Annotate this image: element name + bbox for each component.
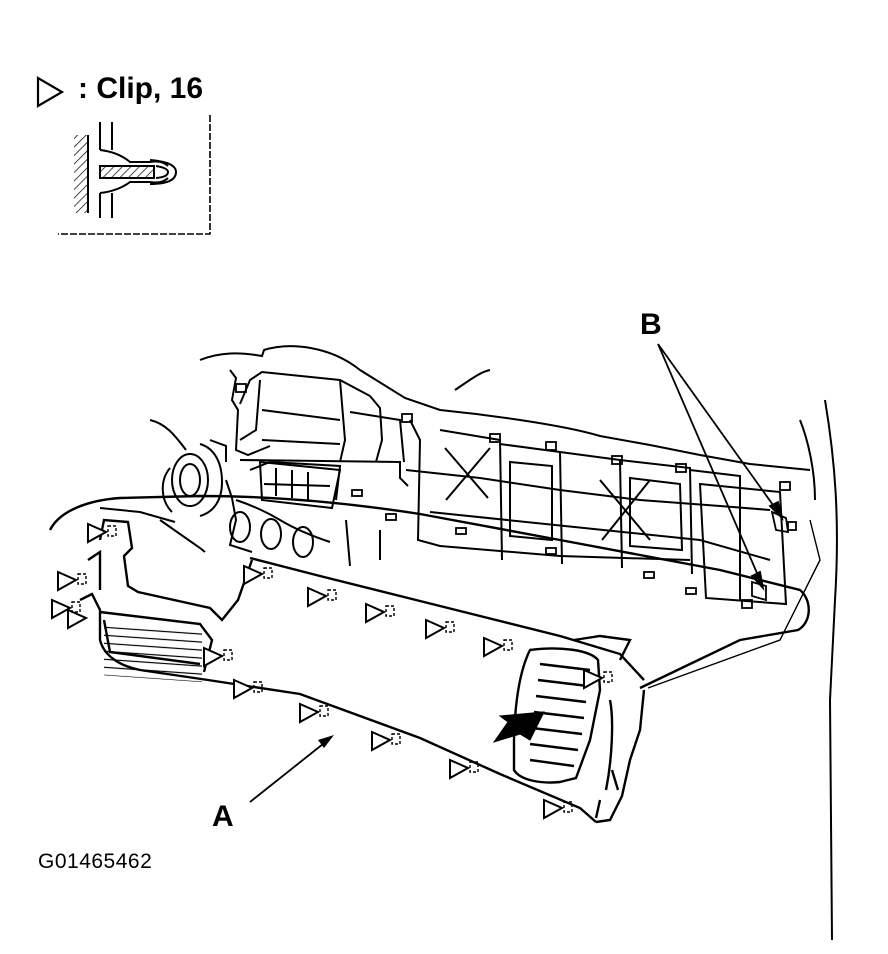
panel-extension-line (647, 519, 821, 689)
leader-line-a (249, 735, 334, 803)
leader-lines-b (657, 343, 784, 591)
steering-column (99, 419, 227, 553)
figure-id: G01465462 (38, 850, 153, 873)
legend-clip-symbol-icon (36, 76, 65, 108)
clip-marker-dashes (71, 525, 613, 813)
clip-detail-inset (58, 115, 211, 235)
lower-cover-panel-a (48, 494, 810, 824)
callout-label-a: A (212, 800, 234, 833)
frame-mounting-tabs (235, 383, 797, 609)
callout-label-b: B (640, 308, 662, 341)
removal-direction-arrow (492, 711, 545, 743)
dashboard-frame (199, 345, 838, 941)
legend-clip-count: : Clip, 16 (78, 72, 204, 105)
clip-markers (51, 522, 605, 820)
